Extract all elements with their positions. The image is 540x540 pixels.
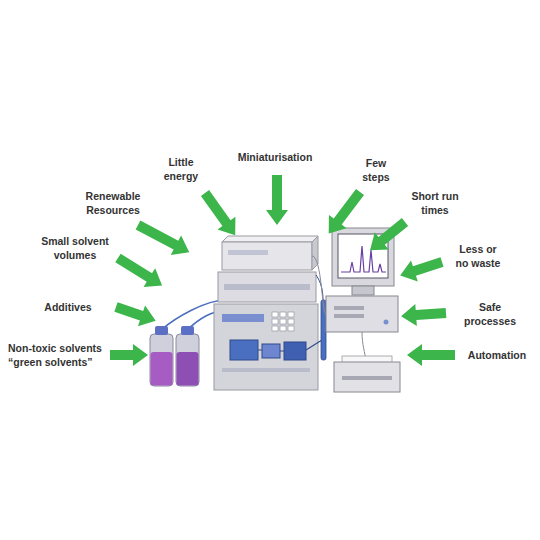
drive-slot — [334, 306, 364, 310]
green-arrow — [110, 344, 148, 366]
data-cable — [312, 256, 326, 315]
pump-display — [222, 314, 264, 322]
green-arrow — [112, 249, 168, 295]
key — [280, 326, 286, 331]
key — [272, 326, 278, 331]
bottle-cap — [181, 326, 194, 335]
pc-unit — [326, 296, 398, 332]
key — [272, 312, 278, 317]
module-panel — [222, 368, 310, 372]
green-arrow — [363, 213, 412, 258]
label-text: Few steps — [359, 156, 394, 184]
key — [272, 319, 278, 324]
hplc-stack — [214, 236, 326, 390]
module-pump — [214, 304, 318, 390]
green-arrow — [407, 344, 455, 366]
green-arrow — [266, 175, 288, 225]
label-text: Safe processes — [461, 300, 519, 328]
key — [288, 319, 294, 324]
module-detector — [222, 242, 312, 270]
label-text: Little energy — [159, 155, 204, 183]
module-panel — [228, 250, 268, 255]
label-text: Short run times — [409, 189, 461, 217]
power-button — [384, 320, 389, 325]
label-text: Less or no waste — [454, 242, 502, 270]
key — [280, 312, 286, 317]
module-panel — [224, 284, 310, 290]
bottle — [176, 334, 199, 386]
label-text: Non-toxic solvents “green solvents” — [8, 341, 105, 369]
green-arrow — [196, 187, 244, 242]
drive-slot — [334, 314, 364, 318]
pump-head — [230, 340, 258, 360]
label-text: Miniaturisation — [238, 150, 313, 164]
key — [288, 326, 294, 331]
printer-slot — [342, 376, 392, 380]
monitor-stand — [352, 286, 374, 295]
pump-keypad — [272, 312, 294, 331]
key — [280, 319, 286, 324]
module-side — [312, 236, 318, 270]
hplc-column — [321, 300, 326, 360]
label-text: Small solvent volumes — [38, 234, 113, 262]
label-text: Automation — [468, 348, 526, 362]
printer — [334, 362, 400, 392]
module-top-face — [222, 236, 318, 242]
green-arrow — [320, 185, 369, 240]
key — [288, 312, 294, 317]
bottle-liquid — [177, 352, 199, 386]
bottle-cap — [155, 326, 168, 335]
green-arrow — [112, 297, 159, 331]
green-arrow — [400, 302, 446, 327]
green-arrow — [133, 215, 195, 262]
module-oven — [218, 272, 316, 302]
chromatogram — [341, 246, 386, 272]
bottle-liquid — [151, 352, 173, 386]
computer — [312, 228, 400, 392]
label-text: Renewable Resources — [78, 189, 148, 217]
capillary — [258, 340, 322, 351]
label-text: Additives — [44, 300, 91, 314]
mixer — [262, 344, 280, 358]
injector — [284, 342, 306, 360]
green-arrows — [110, 175, 455, 366]
green-arrow — [397, 252, 446, 287]
bottle — [150, 334, 173, 386]
